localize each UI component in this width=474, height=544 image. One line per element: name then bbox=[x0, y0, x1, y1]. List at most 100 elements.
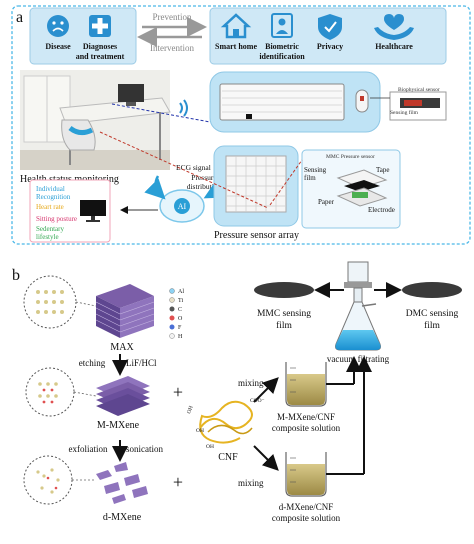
hands-heart-icon bbox=[374, 14, 414, 40]
vacuum-flask-image bbox=[335, 261, 381, 351]
cnf-structure-image bbox=[199, 400, 253, 444]
legend-h: H bbox=[178, 334, 183, 340]
mouse-image bbox=[355, 89, 369, 113]
recognition-line-4: Sitting posture bbox=[36, 215, 77, 223]
legend-al: Al bbox=[178, 289, 184, 295]
recognition-line-2: Recognition bbox=[36, 193, 71, 201]
biometric-person-icon bbox=[271, 13, 293, 38]
d-composite-label-2: composite solution bbox=[272, 513, 341, 523]
cnf-oh-3: OH bbox=[206, 444, 214, 450]
m-mxene-callout-line bbox=[73, 391, 97, 397]
dmc-film-disk bbox=[402, 282, 462, 298]
max-crystal-circle bbox=[23, 275, 77, 329]
m-mxene-circle bbox=[25, 367, 75, 417]
cnf-oh-2: OH bbox=[196, 428, 204, 434]
pressure-distribution-label-1: Pressure bbox=[191, 173, 217, 182]
dmc-film-label-1: DMC sensing bbox=[406, 309, 459, 319]
intervention-label: Intervention bbox=[150, 43, 194, 53]
m-composite-beaker bbox=[285, 362, 327, 407]
privacy-label: Privacy bbox=[317, 42, 343, 51]
tape-label: Tape bbox=[376, 166, 390, 174]
ecg-arrow bbox=[144, 175, 166, 200]
recognition-line-3: Heart rate bbox=[36, 203, 64, 211]
plus-sign-1: + bbox=[173, 382, 183, 402]
d-mxene-flakes-image bbox=[96, 462, 148, 504]
mixing-arrow-down bbox=[253, 445, 279, 471]
mmc-detail-box bbox=[301, 149, 401, 229]
m-composite-label-2: composite solution bbox=[272, 423, 341, 433]
disease-label: Disease bbox=[45, 42, 71, 51]
pressure-sensor-array-label: Pressure sensor array bbox=[214, 230, 299, 241]
max-layers-image bbox=[95, 284, 155, 338]
dmc-film-label-2: film bbox=[424, 320, 440, 331]
cnf-coo: COO⁻ bbox=[250, 398, 265, 404]
element-legend: Al Ti C O F H bbox=[169, 288, 184, 340]
monitor-icon bbox=[80, 200, 106, 222]
panel-a-frame bbox=[11, 5, 471, 245]
mixing-label-1: mixing bbox=[238, 378, 264, 388]
legend-f: F bbox=[178, 325, 182, 331]
pressure-sensor-array-image bbox=[225, 155, 287, 213]
recognition-box bbox=[29, 179, 111, 243]
prevention-label: Prevention bbox=[153, 12, 192, 22]
office-scene-image bbox=[20, 70, 171, 170]
sad-face-icon bbox=[47, 15, 69, 37]
dashed-link-chair bbox=[99, 131, 269, 209]
mmc-film-label-2: film bbox=[276, 320, 292, 331]
d-mxene-label: d-MXene bbox=[103, 512, 142, 523]
recognition-line-6: lifestyle bbox=[36, 233, 59, 241]
dashed-link-keyboard bbox=[111, 103, 211, 123]
sensing-film-label-1: Sensing bbox=[304, 166, 327, 174]
diagnoses-label: Diagnoses bbox=[83, 42, 117, 51]
panel-a-label: a bbox=[16, 9, 23, 26]
smart-home-label: Smart home bbox=[215, 42, 257, 51]
shield-icon bbox=[318, 14, 342, 40]
m-composite-label-1: M-MXene/CNF bbox=[277, 412, 335, 422]
legend-o: O bbox=[178, 316, 183, 322]
dashed-link-sensor bbox=[269, 159, 303, 206]
max-callout-line bbox=[75, 301, 97, 307]
m-mxene-layers-image bbox=[96, 376, 150, 416]
panel-b-label: b bbox=[12, 267, 20, 284]
d-composite-beaker bbox=[285, 452, 327, 497]
max-label: MAX bbox=[110, 342, 134, 353]
mixing-arrow-up bbox=[253, 377, 279, 403]
mmc-film-disk bbox=[254, 282, 314, 298]
legend-c: C bbox=[178, 307, 182, 313]
plus-sign-2: + bbox=[173, 472, 183, 492]
lif-hcl-label: LiF/HCl bbox=[126, 358, 157, 368]
biophysical-sensor-label: Biophysical sensor bbox=[398, 87, 440, 93]
vacuum-label: vacuum filtrating bbox=[327, 354, 390, 364]
cnf-oh-1: OH bbox=[186, 405, 194, 415]
d-mxene-circle bbox=[23, 455, 73, 505]
biophysical-sensor-image bbox=[389, 91, 447, 121]
exfoliation-label: exfoliation bbox=[69, 444, 108, 454]
electrode-label: Electrode bbox=[368, 206, 395, 214]
mmc-pressure-sensor-label: MMC Pressure sensor bbox=[326, 154, 375, 160]
ai-label: AI bbox=[178, 202, 187, 211]
paper-label: Paper bbox=[318, 198, 335, 206]
sensing-film-top-label: Sensing film bbox=[390, 109, 419, 116]
legend-ti: Ti bbox=[178, 298, 183, 304]
ecg-signal-label: ECG signal bbox=[176, 163, 211, 172]
recognition-line-1: Individual bbox=[36, 185, 65, 193]
keyboard-image bbox=[219, 83, 345, 121]
treatment-label: and treatment bbox=[76, 52, 125, 61]
m-mxene-label: M-MXene bbox=[97, 420, 140, 431]
etching-label: etching bbox=[79, 358, 106, 368]
ai-brain-icon: AI bbox=[159, 189, 205, 223]
medical-cross-icon bbox=[89, 15, 111, 37]
sensing-film-label-2: film bbox=[304, 174, 316, 182]
biometric-label: Biometric bbox=[265, 42, 299, 51]
d-composite-label-1: d-MXene/CNF bbox=[279, 502, 334, 512]
mmc-film-label-1: MMC sensing bbox=[257, 309, 311, 319]
identification-label: identification bbox=[259, 52, 305, 61]
sonication-label: sonication bbox=[126, 444, 163, 454]
wireless-signal-icon bbox=[179, 99, 188, 117]
house-icon bbox=[220, 13, 252, 39]
sensor-stack-image bbox=[336, 169, 388, 207]
mixing-label-2: mixing bbox=[238, 478, 264, 488]
recognition-line-5: Sedentary bbox=[36, 225, 64, 233]
healthcare-label: Healthcare bbox=[375, 42, 413, 51]
